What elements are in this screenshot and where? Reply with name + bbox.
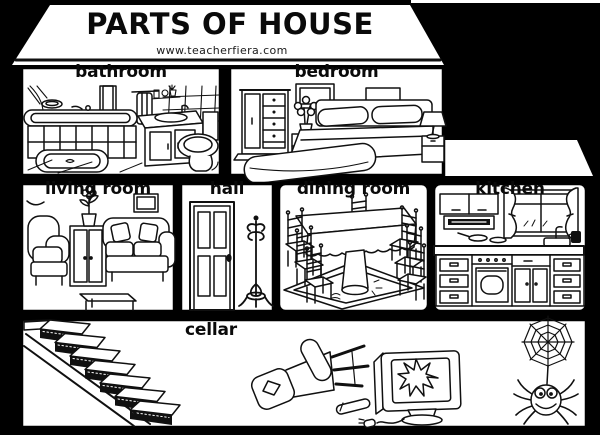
kitchen-label: kitchen [475,179,545,199]
pot-icon [571,231,581,243]
spider-web-icon [521,315,575,369]
bedroom-illustration [233,83,447,185]
door-icon [189,201,235,311]
website-url: www.teacherfiera.com [156,44,288,57]
wall-cabinet-icon [439,193,499,215]
drawer-stack-icon [439,258,469,304]
cooker-hood-icon [443,215,495,230]
cabinet-doors-icon [511,260,551,303]
sofa-icon [102,217,176,282]
rug-icon [35,149,109,173]
bathroom-panel [19,65,223,178]
hall-panel [178,181,276,314]
cabinet-icon [69,225,107,287]
soap-dish-icon [41,99,63,109]
spider-icon [513,365,579,425]
cracked-screen-icon [397,358,439,397]
staircase-icon [23,319,181,427]
broken-chair-icon [250,338,371,415]
flower-pot-icon [79,185,99,227]
dining-room-label: dining room [296,179,411,199]
hall-label: hall [209,179,245,199]
bathroom-illustration [23,84,220,174]
wall-decor-icon [26,200,45,206]
double-bed-icon [243,99,435,185]
living-room-illustration [26,185,176,311]
roof-shape [12,0,600,65]
faucet-icon [555,226,563,239]
nightstand-right-icon [421,135,445,163]
shelf-icon [149,84,181,100]
floor-lines [27,159,143,174]
roof-edge-sliver [411,0,600,3]
kitchen-illustration [433,187,585,307]
cellar-label: cellar [185,320,237,340]
cushion-icon [110,222,131,243]
cellar-illustration [23,315,579,429]
lamp-icon [419,111,447,140]
drawer-stack-icon [553,258,581,304]
crt-monitor-icon [358,350,462,429]
dining-room-illustration [283,192,427,310]
coat-stand-icon [238,215,274,308]
toilet-icon [177,111,219,172]
pillow-icon [317,106,369,127]
bedroom-panel [227,65,447,185]
window-icon [99,85,117,114]
base-units-icon [435,254,585,307]
poster-title: PARTS OF HOUSE [86,7,374,41]
living-room-label: living room [44,179,151,199]
armchair-icon [27,215,70,286]
living-room-panel [19,181,177,314]
wardrobe-icon [233,89,297,161]
kitchen-roof-shape [425,140,593,176]
power-cord-icon [376,418,405,424]
pillow-icon [371,104,423,125]
picture-frame-icon [133,193,159,213]
bedroom-label: bedroom [294,62,379,82]
dining-room-panel [276,181,431,314]
coffee-table-icon [79,293,137,311]
cellar-panel [19,315,589,430]
counter-icon [433,226,585,256]
cushion-icon [138,222,159,243]
hall-illustration [189,201,274,311]
stove-oven-icon [471,258,513,303]
kitchen-panel [431,181,589,314]
window-curtains-icon [503,187,579,239]
bathroom-label: bathroom [75,62,167,82]
sink-icon [543,237,571,247]
